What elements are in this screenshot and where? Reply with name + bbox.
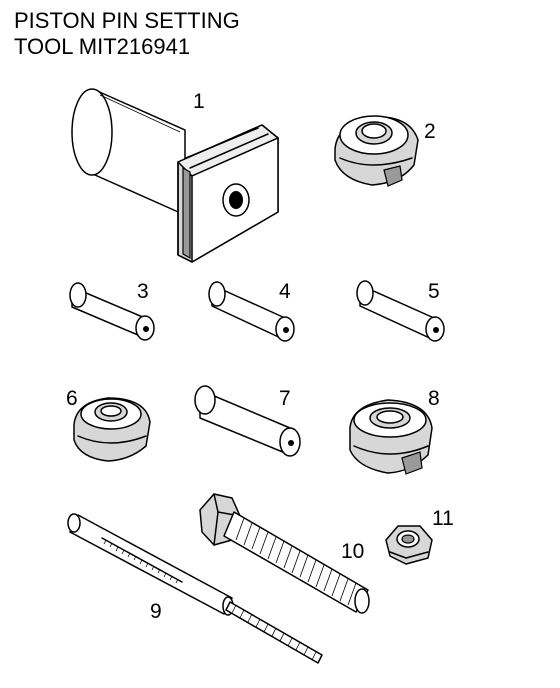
part-3-pin bbox=[69, 282, 155, 341]
part-5-pin bbox=[356, 280, 445, 342]
part-7-pin bbox=[194, 385, 301, 457]
label-part-3: 3 bbox=[137, 280, 149, 303]
title-line-1: PISTON PIN SETTING bbox=[14, 8, 240, 33]
part-4-pin bbox=[208, 281, 295, 342]
label-part-6: 6 bbox=[66, 387, 78, 410]
part-6-collar bbox=[73, 397, 151, 462]
part-8-collar bbox=[349, 399, 433, 475]
label-part-4: 4 bbox=[279, 280, 291, 303]
part-9-graduated-rod bbox=[67, 513, 323, 664]
label-part-8: 8 bbox=[428, 387, 440, 410]
diagram-title: PISTON PIN SETTING TOOL MIT216941 bbox=[14, 8, 240, 60]
part-10-bolt bbox=[199, 493, 370, 614]
label-part-1: 1 bbox=[193, 90, 205, 113]
title-line-2: TOOL MIT216941 bbox=[14, 34, 191, 59]
part-1-pin-guide-base bbox=[71, 88, 279, 263]
label-part-9: 9 bbox=[150, 600, 162, 623]
label-part-7: 7 bbox=[279, 387, 291, 410]
part-2-collar bbox=[334, 115, 419, 187]
label-part-5: 5 bbox=[428, 280, 440, 303]
label-part-2: 2 bbox=[424, 120, 436, 143]
label-part-11: 11 bbox=[432, 507, 454, 530]
label-part-10: 10 bbox=[341, 540, 364, 563]
part-11-hex-nut bbox=[385, 525, 433, 565]
